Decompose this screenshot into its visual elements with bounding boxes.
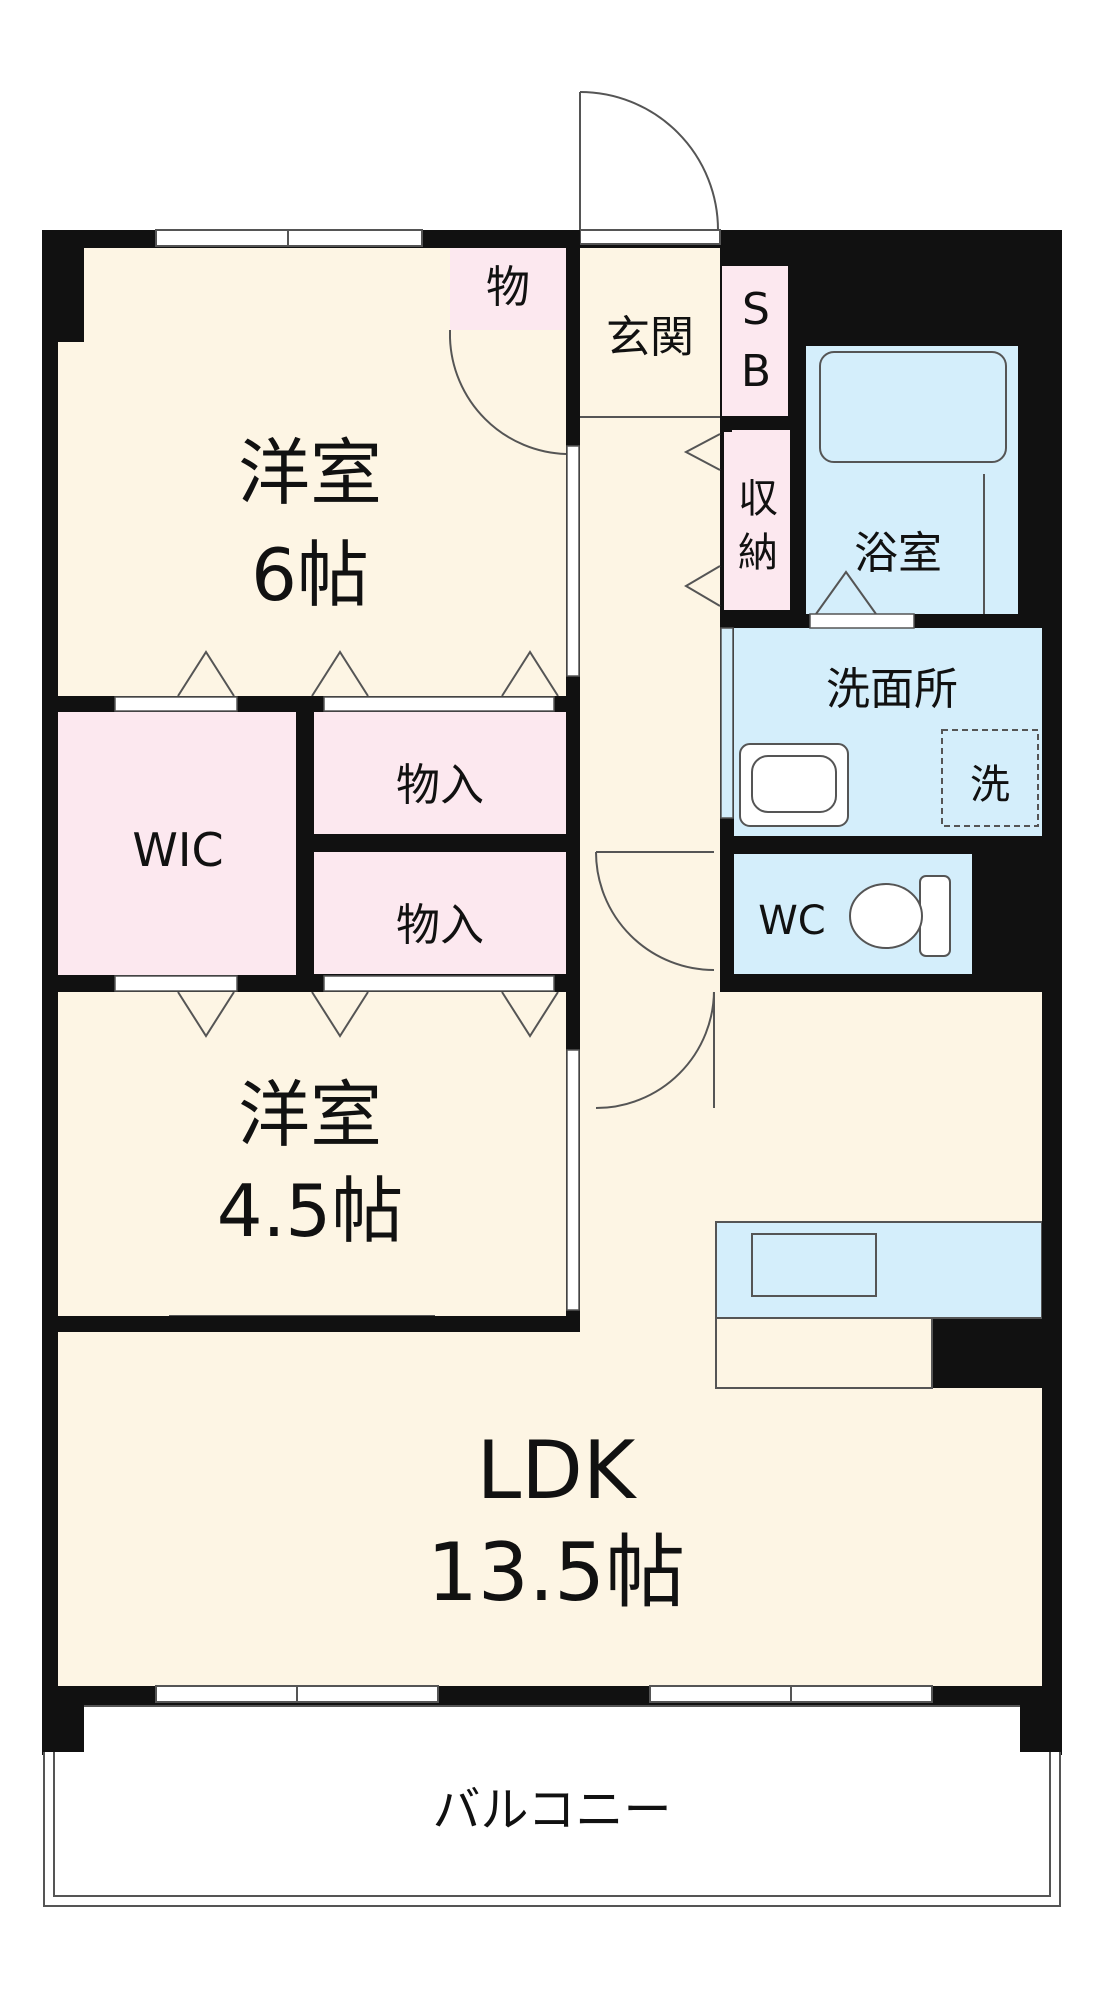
closet-door-marks (177, 433, 721, 1038)
kitchen-sink (751, 1233, 877, 1297)
washing-machine-label: 洗 (970, 762, 1010, 808)
window-ldk (155, 1685, 933, 1703)
shoebox-label-2: B (741, 346, 771, 397)
entrance-door (579, 91, 721, 245)
ldk-size: 13.5帖 (427, 1526, 685, 1619)
closet-label-1: 収 (738, 476, 778, 522)
bathtub (819, 351, 1007, 463)
wash-basin (739, 743, 849, 827)
kitchen-cupboard (715, 1317, 933, 1389)
ldk-floor-fill (58, 1388, 1042, 1686)
closet-1-floor (314, 712, 566, 834)
western-room-1-size: 6帖 (251, 533, 369, 617)
wall-column-kitchen (932, 1316, 1042, 1388)
entrance-label: 玄関 (606, 312, 694, 363)
washing-machine-space (941, 729, 1039, 827)
wic-label: WIC (132, 823, 223, 877)
bath-door-mark (815, 570, 877, 615)
door-swing-room-1 (449, 330, 567, 455)
balcony-rail (53, 1705, 1051, 1897)
toilet-label: WC (758, 898, 825, 944)
window-room-1 (155, 229, 423, 247)
balcony-label: バルコニー (432, 1782, 671, 1838)
storage-small-label: 物 (486, 262, 530, 313)
door-swing-hall (595, 851, 715, 1109)
wic-floor (58, 712, 296, 975)
closet-floor (724, 430, 790, 610)
western-room-2-floor (58, 992, 566, 1316)
toilet-tank (919, 875, 951, 957)
shoebox-floor (722, 266, 788, 416)
western-room-2-name: 洋室 (238, 1073, 382, 1157)
closet-2-label: 物入 (396, 900, 484, 951)
western-room-1-name: 洋室 (238, 431, 382, 515)
closet-1-label: 物入 (396, 760, 484, 811)
entrance-floor (580, 248, 720, 418)
bathroom-label: 浴室 (854, 528, 942, 579)
toilet-bowl (849, 883, 923, 949)
wash-basin-bowl (751, 755, 837, 813)
closet-2-floor (314, 852, 566, 974)
closet-label-2: 納 (738, 530, 778, 576)
washroom-label: 洗面所 (826, 664, 958, 715)
ldk-name: LDK (477, 1424, 638, 1517)
storage-small-floor (450, 248, 566, 330)
wall-upper-right-block (790, 230, 1062, 346)
western-room-2-size: 4.5帖 (217, 1169, 404, 1253)
hallway-floor (580, 418, 720, 988)
shoebox-label-1: S (742, 284, 770, 335)
interior-door-openings (114, 445, 915, 1311)
balcony-area (43, 1705, 1061, 1907)
entrance-step-line (580, 416, 720, 418)
